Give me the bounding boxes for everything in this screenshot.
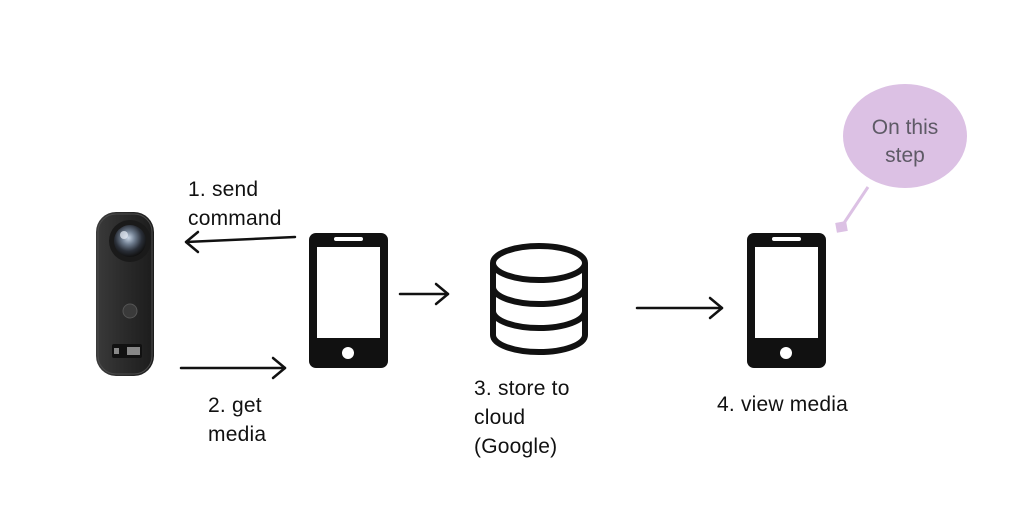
arrow-icon — [184, 230, 297, 254]
arrow-icon — [398, 282, 450, 306]
arrow-icon — [179, 356, 287, 380]
step-1-label: 1. send command — [188, 178, 282, 230]
callout-text: On this step — [871, 116, 939, 167]
step-3-label: 3. store to cloud (Google) — [474, 377, 570, 458]
step-4-label: 4. view media — [717, 393, 848, 416]
smartphone-icon — [309, 233, 388, 368]
callout-bubble — [835, 84, 967, 233]
smartphone-icon — [747, 233, 826, 368]
database-icon — [490, 243, 588, 355]
360-camera-icon — [96, 212, 154, 376]
arrow-icon — [635, 296, 724, 320]
step-2-label: 2. get media — [208, 394, 267, 446]
